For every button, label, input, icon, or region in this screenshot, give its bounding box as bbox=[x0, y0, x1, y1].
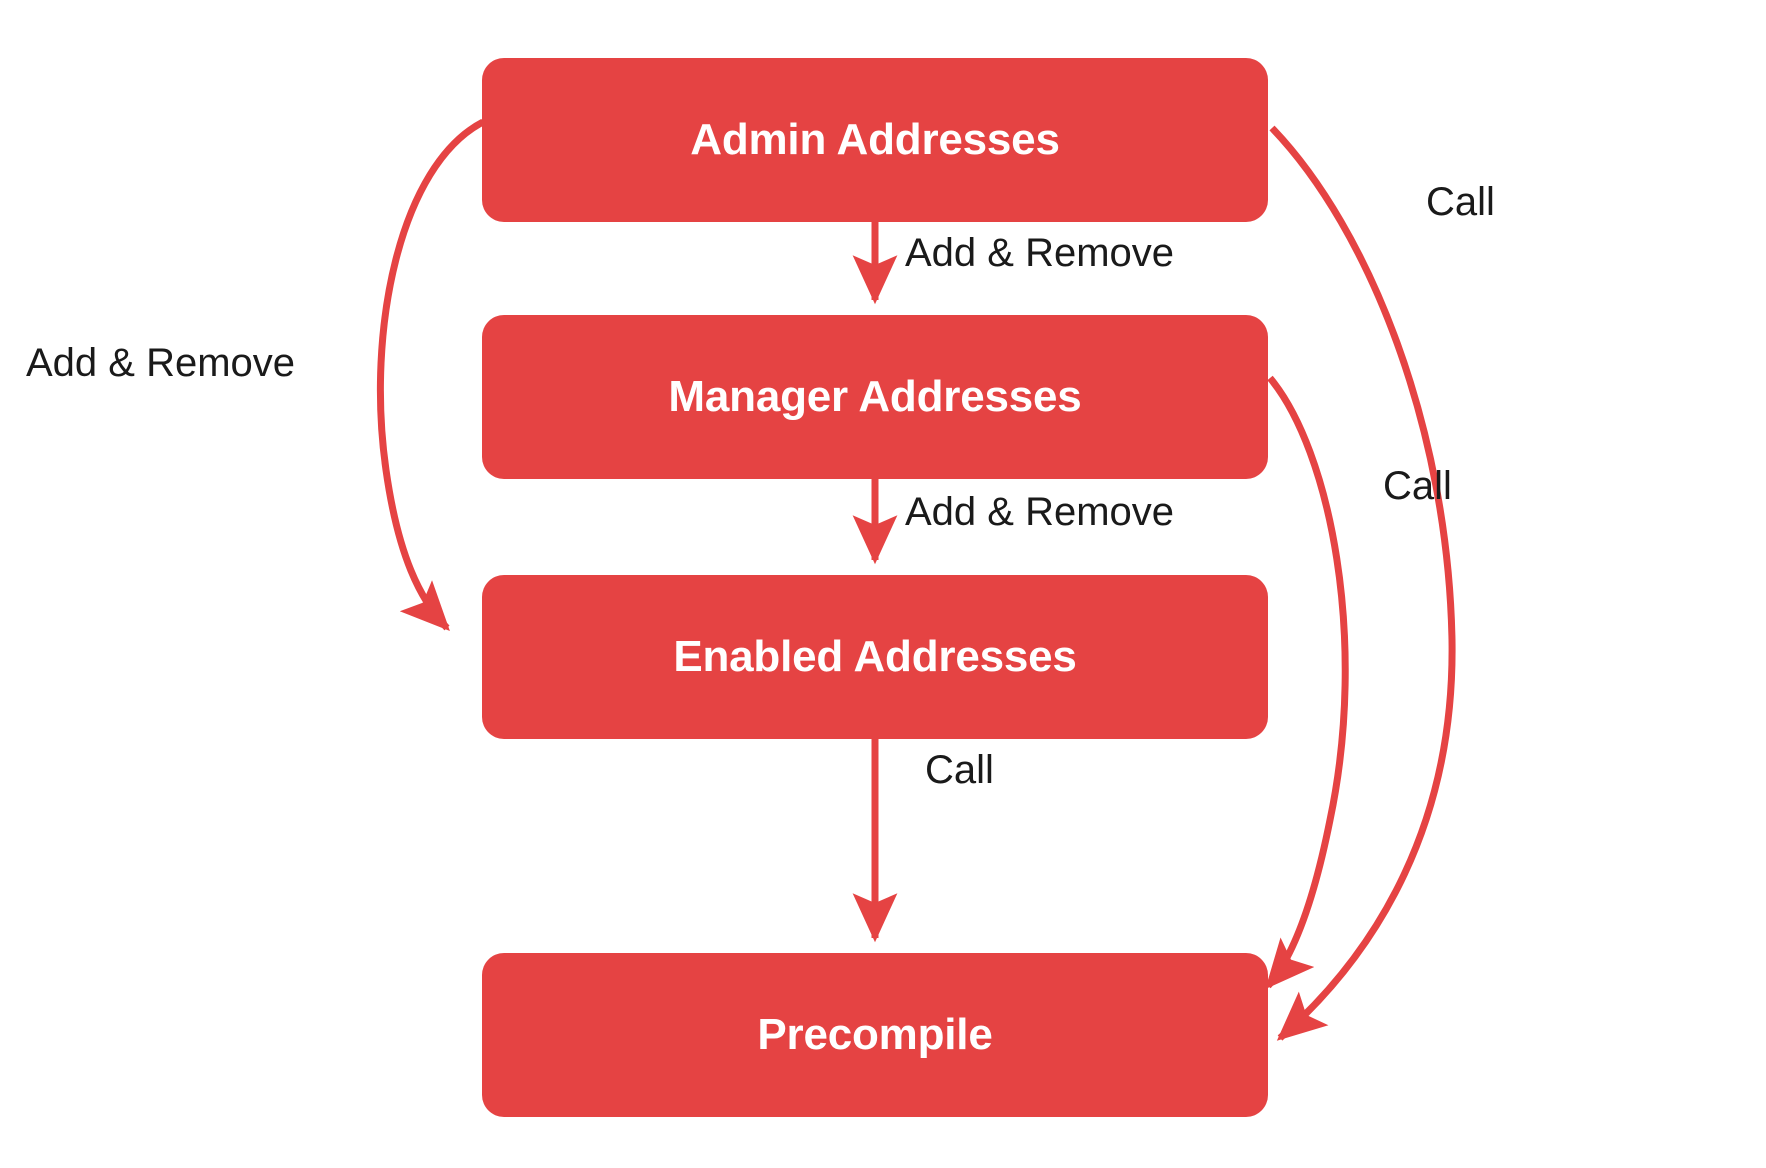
edge-label-manager-to-precompile: Call bbox=[1383, 464, 1452, 508]
edge-label-enabled-to-precompile: Call bbox=[925, 748, 994, 792]
node-precompile[interactable]: Precompile bbox=[482, 953, 1268, 1117]
edge-manager-to-precompile bbox=[1265, 375, 1349, 990]
node-precompile-label: Precompile bbox=[757, 1010, 993, 1059]
node-enabled-addresses[interactable]: Enabled Addresses bbox=[482, 575, 1268, 739]
edge-label-admin-to-precompile: Call bbox=[1426, 180, 1495, 224]
edge-label-manager-to-enabled: Add & Remove bbox=[905, 490, 1175, 534]
node-manager-addresses[interactable]: Manager Addresses bbox=[482, 315, 1268, 479]
node-enabled-addresses-label: Enabled Addresses bbox=[673, 632, 1077, 681]
node-manager-addresses-label: Manager Addresses bbox=[668, 372, 1082, 421]
edge-admin-to-enabled bbox=[376, 118, 485, 632]
edge-admin-to-precompile bbox=[1269, 125, 1456, 1041]
edge-label-admin-to-manager: Add & Remove bbox=[905, 231, 1175, 275]
node-admin-addresses-label: Admin Addresses bbox=[690, 115, 1060, 164]
edge-label-admin-to-enabled: Add & Remove bbox=[26, 341, 296, 385]
node-admin-addresses[interactable]: Admin Addresses bbox=[482, 58, 1268, 222]
